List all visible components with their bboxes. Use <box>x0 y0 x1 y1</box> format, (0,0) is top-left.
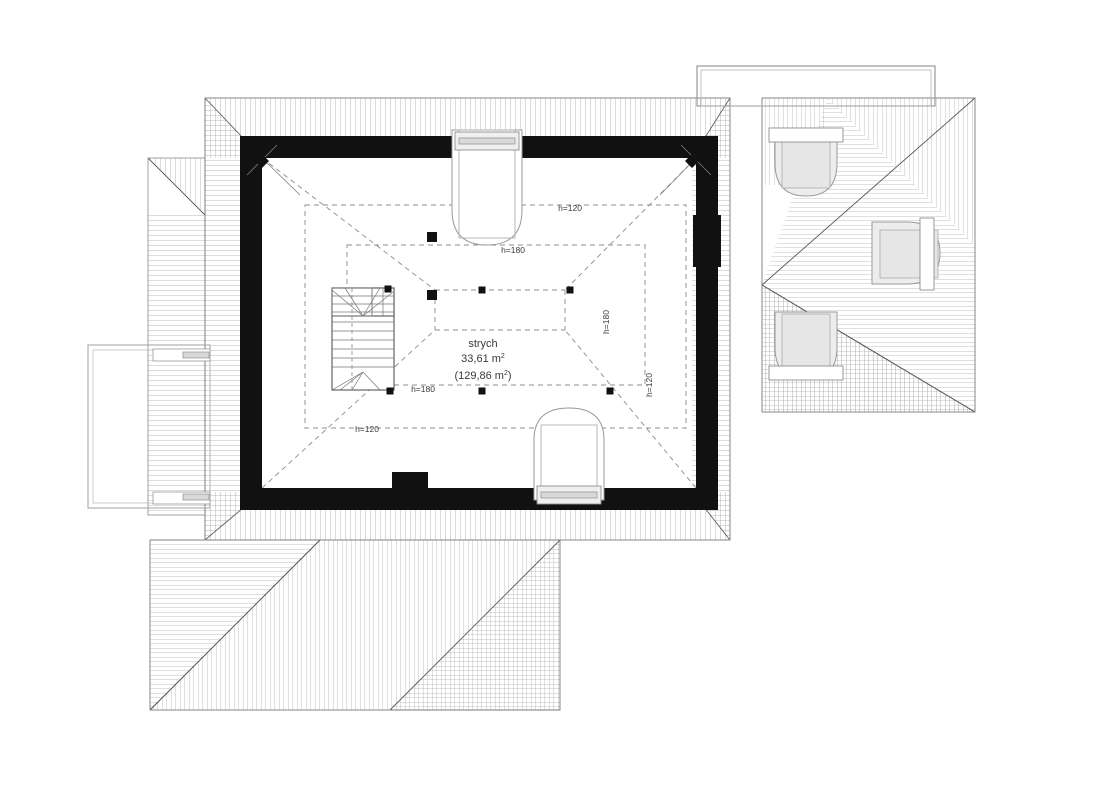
stair-treads <box>331 287 394 391</box>
column-marker <box>478 286 486 294</box>
roof-left-wing <box>147 157 206 516</box>
height-marker-h180-right: h=180 <box>601 310 611 334</box>
chimney-block-bottom-wall <box>392 472 428 494</box>
column-marker <box>478 387 486 395</box>
height-boundary-h180 <box>346 244 646 386</box>
exterior-walls <box>240 136 721 510</box>
window-sash <box>768 365 844 381</box>
column-marker <box>427 290 437 300</box>
window-sash <box>458 137 516 145</box>
dormer-east-mid[interactable] <box>871 217 941 291</box>
column-markers <box>384 232 614 395</box>
room-label: strych 33,61 m2 (129,86 m2) <box>454 338 511 382</box>
room-area: 33,61 m2 <box>461 353 505 365</box>
corner-diamond-marker <box>255 154 269 168</box>
column-marker <box>384 285 392 293</box>
column-marker <box>386 387 394 395</box>
height-boundary-h120 <box>304 204 687 429</box>
room-name: strych <box>468 338 497 350</box>
roof-garage-bottom <box>149 539 561 711</box>
dormer-east-upper[interactable] <box>768 127 844 197</box>
height-marker-h120-top: h=120 <box>558 203 582 213</box>
height-marker-h180-top: h=180 <box>501 245 525 255</box>
dormer-north[interactable] <box>451 129 523 246</box>
dormer-east-lower[interactable] <box>768 311 844 381</box>
chimney-block-right-wall <box>693 215 721 267</box>
corner-diamonds <box>255 154 699 168</box>
window-sash <box>540 491 598 499</box>
terrace-outline-left <box>87 344 211 509</box>
column-marker <box>566 286 574 294</box>
window-sash <box>919 217 935 291</box>
room-area-secondary: (129,86 m2) <box>454 370 511 382</box>
column-marker <box>427 232 437 242</box>
height-marker-h120-bottom: h=120 <box>355 424 379 434</box>
staircase-winder[interactable] <box>331 287 395 391</box>
height-marker-labels: h=120 h=180 h=180 h=120 h=180 h=120 <box>355 203 654 434</box>
height-marker-h120-right: h=120 <box>644 373 654 397</box>
column-marker <box>606 387 614 395</box>
corner-diamond-marker <box>685 154 699 168</box>
height-marker-h180-left: h=180 <box>411 384 435 394</box>
window-sash <box>768 127 844 143</box>
canopy-outline-top-right <box>696 65 936 107</box>
dormer-south[interactable] <box>533 407 605 505</box>
